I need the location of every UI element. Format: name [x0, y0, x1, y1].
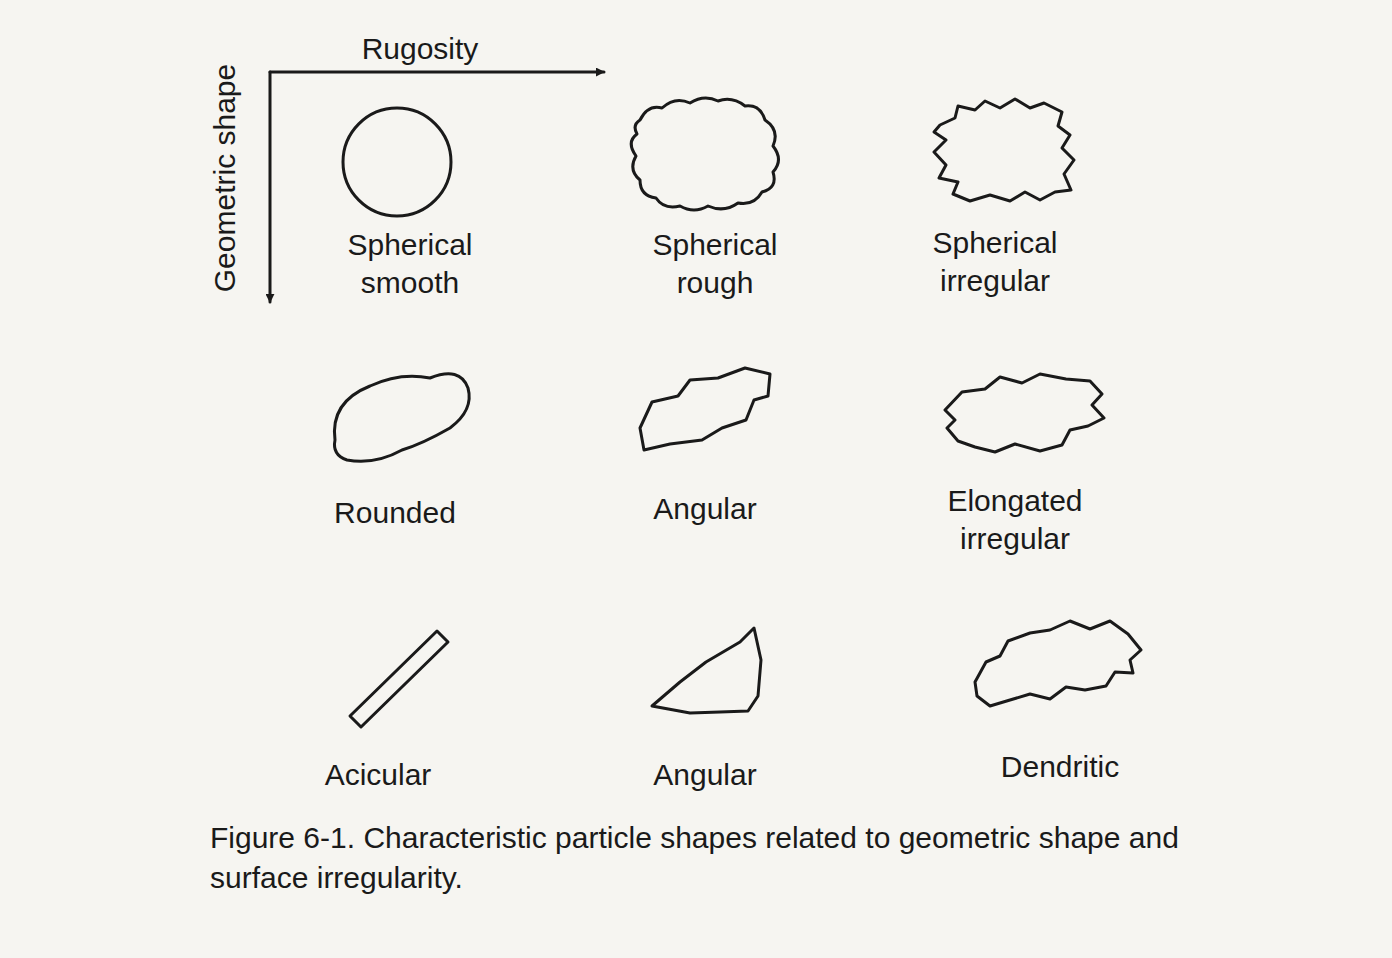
rugosity-axis — [270, 71, 604, 74]
figure-caption: Figure 6-1. Characteristic particle shap… — [210, 818, 1250, 898]
axis-title: Geometric shape — [206, 64, 244, 292]
angular-particle — [652, 628, 761, 713]
shape-label: Spherical smooth — [310, 226, 510, 302]
acicular-particle — [350, 631, 448, 727]
shape-label: Spherical rough — [615, 226, 815, 302]
irregular-sphere — [934, 99, 1074, 201]
shape-label: Angular — [653, 490, 756, 528]
dendritic-particle — [975, 621, 1141, 706]
shape-label: Acicular — [325, 756, 432, 794]
smooth-sphere — [343, 108, 451, 216]
rough-sphere — [631, 98, 778, 210]
shape-label: Rounded — [334, 494, 456, 532]
shape-label: Dendritic — [1001, 748, 1119, 786]
shape-axis — [269, 72, 272, 302]
elongated-particle — [945, 374, 1104, 452]
rounded-particle — [334, 374, 469, 461]
shape-label: Angular — [653, 756, 756, 794]
angular-particle — [640, 368, 770, 450]
axis-title: Rugosity — [362, 30, 479, 68]
shape-label: Elongated irregular — [905, 482, 1125, 558]
shape-label: Spherical irregular — [885, 224, 1105, 300]
